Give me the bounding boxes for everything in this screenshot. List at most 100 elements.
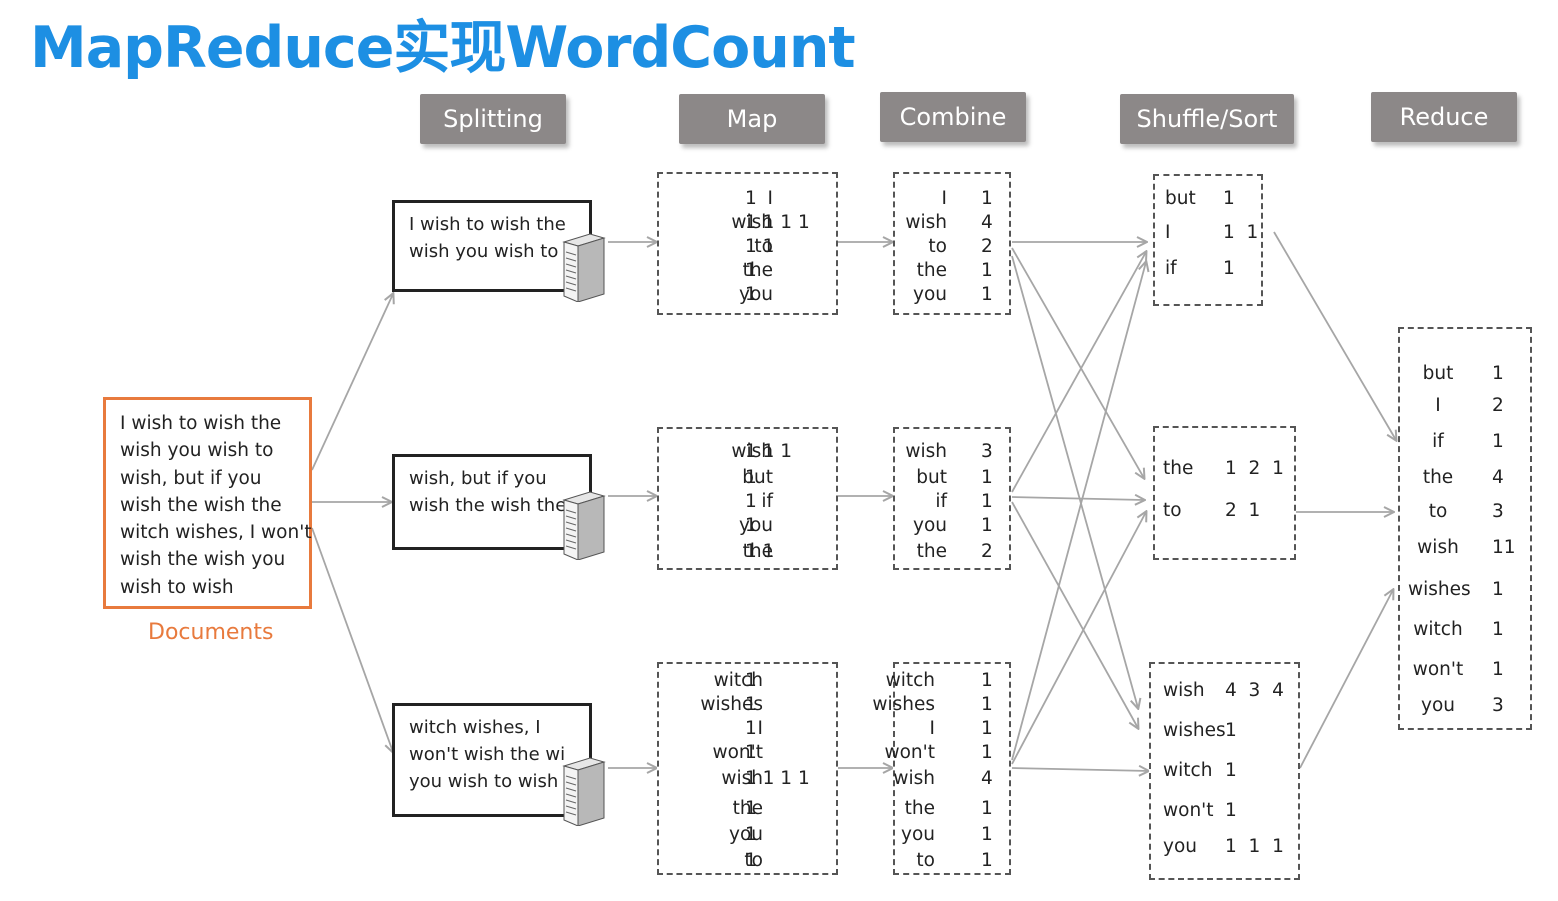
kv-count: 2 bbox=[981, 236, 993, 257]
kv-key: witch bbox=[1163, 760, 1213, 781]
kv-key: to bbox=[928, 236, 947, 257]
kv-key: you bbox=[1163, 836, 1197, 857]
kv-count: 1 bbox=[981, 670, 993, 691]
split-line: wish, but if you bbox=[409, 468, 547, 489]
stage-map: Map bbox=[679, 94, 825, 144]
kv-count: 1 bbox=[745, 188, 757, 209]
kv-key: won't bbox=[712, 742, 763, 763]
kv-count: 1 1 1 1 bbox=[745, 768, 810, 789]
kv-key: witch bbox=[1413, 619, 1463, 640]
kv-count: 1 bbox=[981, 284, 993, 305]
kv-key: if bbox=[1432, 431, 1444, 452]
document-line: wish, but if you bbox=[120, 467, 262, 489]
kv-count: 1 bbox=[1225, 760, 1237, 781]
shuffle-arrow bbox=[1011, 262, 1146, 761]
kv-count: 1 bbox=[745, 798, 757, 819]
kv-count: 1 bbox=[981, 188, 993, 209]
kv-key: wish bbox=[1417, 537, 1459, 558]
kv-key: I bbox=[767, 188, 773, 209]
kv-count: 3 bbox=[981, 441, 993, 462]
document-line: wish the wish you bbox=[120, 549, 286, 571]
kv-key: wish bbox=[731, 212, 773, 233]
kv-count: 1 bbox=[745, 742, 757, 763]
kv-count: 1 bbox=[745, 284, 757, 305]
documents-label: Documents bbox=[148, 620, 274, 645]
shuffle-arrow bbox=[1011, 512, 1146, 765]
kv-count: 1 bbox=[981, 850, 993, 871]
kv-count: 1 bbox=[981, 742, 993, 763]
kv-key: the bbox=[742, 260, 773, 281]
shuffle-arrow bbox=[1011, 497, 1144, 500]
kv-key: the bbox=[1422, 467, 1454, 488]
kv-key: wish bbox=[1163, 680, 1205, 701]
split-line: wish the wish the bbox=[409, 495, 567, 516]
stage-reduce: Reduce bbox=[1371, 92, 1517, 142]
server-icon bbox=[562, 757, 606, 826]
document-line: wish the wish the bbox=[120, 494, 282, 516]
kv-count: 1 bbox=[745, 718, 757, 739]
kv-count: 1 bbox=[1492, 619, 1504, 640]
kv-key: you bbox=[913, 515, 947, 536]
kv-count: 1 bbox=[981, 467, 993, 488]
kv-key: wishes bbox=[872, 694, 935, 715]
kv-count: 1 bbox=[745, 670, 757, 691]
kv-key: you bbox=[739, 284, 773, 305]
kv-key: wish bbox=[893, 768, 935, 789]
kv-key: you bbox=[1421, 695, 1455, 716]
kv-key: I bbox=[1165, 222, 1171, 243]
shuffle-arrow bbox=[1011, 255, 1138, 708]
split-line: I wish to wish the bbox=[409, 214, 566, 235]
stage-shuffle-sort: Shuffle/Sort bbox=[1120, 94, 1294, 144]
document-line: I wish to wish the bbox=[120, 413, 282, 434]
shuffle-arrow bbox=[1011, 501, 1138, 728]
kv-count: 1 bbox=[1223, 188, 1235, 209]
kv-row: to 2 bbox=[895, 236, 1009, 260]
kv-key: but bbox=[916, 467, 947, 488]
server-icon bbox=[562, 233, 606, 302]
kv-key: wish bbox=[731, 441, 773, 462]
kv-count: 1 bbox=[981, 824, 993, 845]
split-box-1: I wish to wish the wish you wish to bbox=[392, 200, 592, 292]
kv-key: the bbox=[742, 541, 773, 562]
kv-count: 1 bbox=[981, 260, 993, 281]
kv-count: 4 3 4 bbox=[1225, 680, 1284, 701]
kv-count: 3 bbox=[1492, 501, 1504, 522]
kv-count: 4 bbox=[981, 212, 993, 233]
split-line: you wish to wish bbox=[409, 771, 559, 792]
stage-combine: Combine bbox=[880, 92, 1026, 142]
